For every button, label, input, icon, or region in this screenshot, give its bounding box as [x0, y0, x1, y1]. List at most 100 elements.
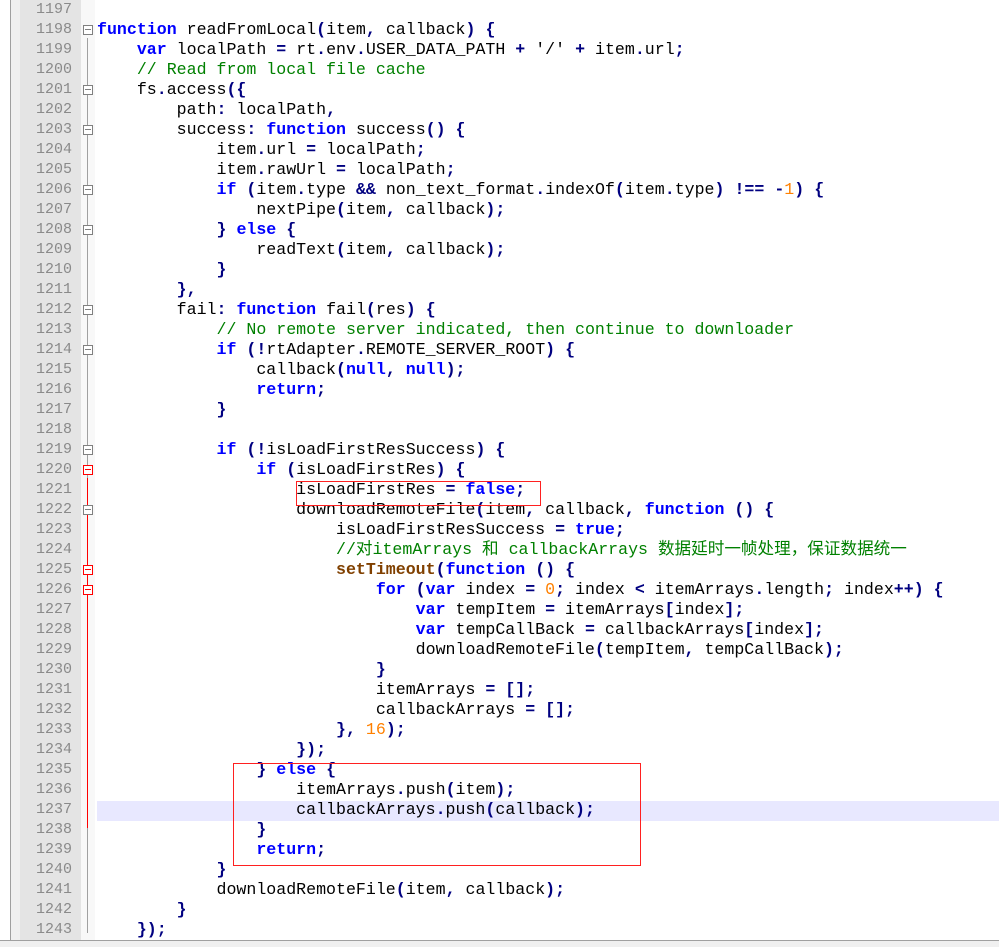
line-number: 1212 [35, 301, 72, 318]
fold-toggle-icon[interactable] [83, 305, 93, 315]
code-token [97, 340, 217, 359]
code-token: rtAdapter [266, 340, 356, 359]
code-token: ( [594, 640, 605, 659]
code-token [725, 180, 735, 199]
code-token: [ [744, 620, 755, 639]
fold-toggle-icon[interactable] [83, 85, 93, 95]
code-line[interactable]: } [97, 900, 187, 920]
code-line[interactable]: function readFromLocal(item, callback) { [97, 20, 495, 40]
code-line[interactable]: }, 16); [97, 720, 406, 740]
line-number: 1201 [35, 81, 72, 98]
code-token [236, 180, 246, 199]
code-line[interactable]: fs.access({ [97, 80, 247, 100]
code-token: ; [515, 480, 526, 499]
code-token: }, [176, 280, 197, 299]
fold-toggle-icon[interactable] [83, 465, 93, 475]
code-token [97, 860, 217, 879]
code-token [924, 580, 934, 599]
code-line[interactable]: item.url = localPath; [97, 140, 425, 160]
fold-toggle-icon[interactable] [83, 125, 93, 135]
code-line[interactable]: setTimeout(function () { [97, 560, 575, 580]
code-line[interactable]: isLoadFirstResSuccess = true; [97, 520, 625, 540]
fold-toggle-icon[interactable] [83, 25, 93, 35]
fold-toggle-icon[interactable] [83, 505, 93, 515]
code-token: ]; [804, 620, 824, 639]
fold-toggle-icon[interactable] [83, 185, 93, 195]
line-number: 1218 [35, 421, 72, 438]
code-token: = [306, 140, 317, 159]
code-line[interactable]: } [97, 400, 227, 420]
code-token: ) [714, 180, 725, 199]
code-line[interactable]: item.rawUrl = localPath; [97, 160, 455, 180]
code-line[interactable]: itemArrays.push(item); [97, 780, 515, 800]
code-line[interactable]: }); [97, 740, 326, 760]
code-line[interactable]: fail: function fail(res) { [97, 300, 436, 320]
code-line[interactable]: if (!rtAdapter.REMOTE_SERVER_ROOT) { [97, 340, 576, 360]
code-token: isLoadFirstRes [97, 480, 446, 499]
code-line[interactable]: readText(item, callback); [97, 240, 505, 260]
code-token [97, 400, 217, 419]
code-line[interactable]: return; [97, 380, 326, 400]
fold-toggle-icon[interactable] [83, 585, 93, 595]
code-line[interactable]: nextPipe(item, callback); [97, 200, 505, 220]
code-token [446, 120, 456, 139]
code-line[interactable]: } [97, 860, 227, 880]
code-line[interactable]: if (item.type && non_text_format.indexOf… [97, 180, 825, 200]
code-line[interactable]: // Read from local file cache [97, 60, 426, 80]
code-line[interactable]: if (isLoadFirstRes) { [97, 460, 465, 480]
code-token: readFromLocal [176, 20, 317, 39]
line-number: 1228 [35, 621, 72, 638]
code-line[interactable]: } [97, 260, 227, 280]
code-token: itemArrays [555, 600, 665, 619]
code-line[interactable]: itemArrays = []; [97, 680, 535, 700]
code-token: item [455, 780, 496, 799]
line-number: 1229 [35, 641, 72, 658]
code-line[interactable]: downloadRemoteFile(tempItem, tempCallBac… [97, 640, 844, 660]
code-line[interactable]: isLoadFirstRes = false; [97, 480, 525, 500]
code-token: . [754, 580, 765, 599]
fold-toggle-icon[interactable] [83, 565, 93, 575]
code-line[interactable]: callbackArrays = []; [97, 700, 575, 720]
code-line[interactable]: } [97, 660, 386, 680]
horizontal-scrollbar[interactable] [0, 940, 999, 947]
code-token: index [455, 580, 526, 599]
code-line[interactable]: callbackArrays.push(callback); [97, 800, 595, 820]
code-line[interactable]: downloadRemoteFile(item, callback, funct… [97, 500, 774, 520]
line-number: 1216 [35, 381, 72, 398]
code-line[interactable]: success: function success() { [97, 120, 466, 140]
code-token: { [565, 340, 576, 359]
code-line[interactable]: if (!isLoadFirstResSuccess) { [97, 440, 506, 460]
code-line[interactable]: // No remote server indicated, then cont… [97, 320, 795, 340]
code-line[interactable]: callback(null, null); [97, 360, 465, 380]
code-token: ; [824, 580, 835, 599]
code-line[interactable]: } else { [97, 220, 297, 240]
code-line[interactable]: return; [97, 840, 326, 860]
code-token [804, 180, 814, 199]
code-token [97, 580, 376, 599]
code-token: url [644, 40, 675, 59]
code-token: }, [336, 720, 356, 739]
code-line[interactable]: var localPath = rt.env.USER_DATA_PATH + … [97, 40, 685, 60]
code-token: ++) [893, 580, 924, 599]
code-token: item [345, 240, 386, 259]
code-line[interactable]: } [97, 820, 266, 840]
line-number: 1202 [35, 101, 72, 118]
code-line[interactable]: }); [97, 920, 167, 940]
line-number: 1241 [35, 881, 72, 898]
code-line[interactable]: //对itemArrays 和 callbackArrays 数据延时一帧处理，… [97, 540, 907, 560]
code-line[interactable]: var tempCallBack = callbackArrays[index]… [97, 620, 824, 640]
code-token: tempCallBack [445, 620, 585, 639]
fold-toggle-icon[interactable] [83, 225, 93, 235]
code-token: ); [545, 880, 566, 899]
line-number: 1205 [35, 161, 72, 178]
code-line[interactable]: var tempItem = itemArrays[index]; [97, 600, 745, 620]
code-line[interactable]: } else { [97, 760, 336, 780]
code-token: : [246, 120, 257, 139]
code-token: if [216, 340, 237, 359]
code-line[interactable]: for (var index = 0; index < itemArrays.l… [97, 580, 944, 600]
code-line[interactable]: }, [97, 280, 197, 300]
fold-toggle-icon[interactable] [83, 445, 93, 455]
code-line[interactable]: path: localPath, [97, 100, 336, 120]
fold-toggle-icon[interactable] [83, 345, 93, 355]
code-line[interactable]: downloadRemoteFile(item, callback); [97, 880, 565, 900]
